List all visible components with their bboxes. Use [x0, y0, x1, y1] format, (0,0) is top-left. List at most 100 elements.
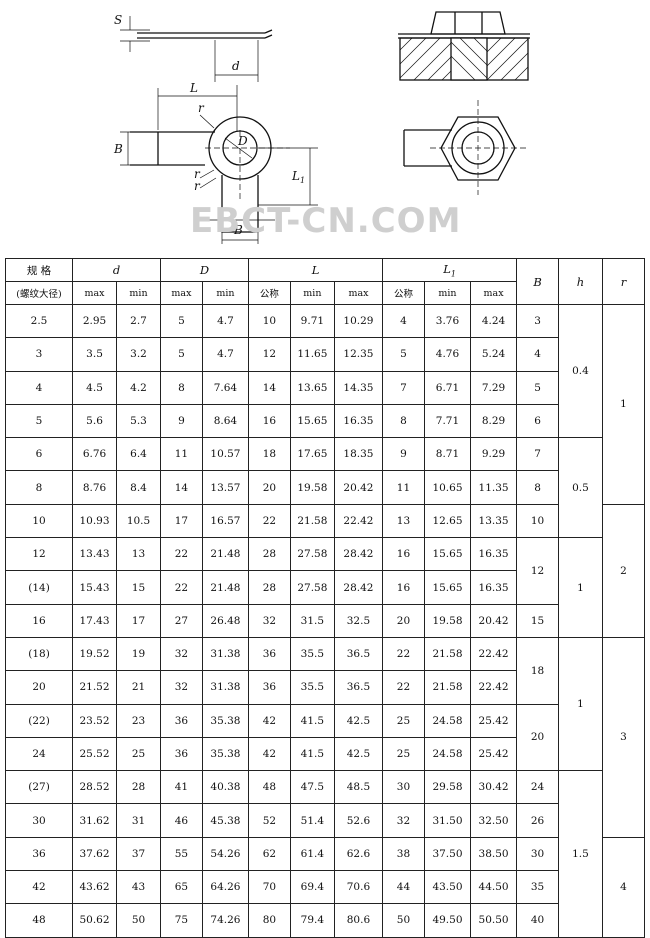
cell-b: 18 [516, 636, 559, 705]
cell-l-max: 80.6 [333, 903, 384, 938]
cell-d-min: 45.38 [201, 803, 249, 838]
cell-l1-nom: 25 [382, 736, 425, 772]
cell-l1-min: 8.71 [423, 437, 472, 472]
cell-l1-max: 22.42 [470, 670, 518, 705]
label-d: d [232, 59, 240, 73]
header-L-max: max [333, 281, 384, 305]
cell-b: 5 [516, 370, 559, 405]
cell-l1-min: 4.76 [423, 337, 472, 372]
label-S: S [114, 13, 122, 27]
cell-d-min: 16.57 [201, 503, 249, 539]
cell-l1-min: 12.65 [423, 503, 472, 539]
cell-l-nom: 22 [247, 503, 291, 539]
cell-b: 20 [516, 703, 559, 772]
cell-d-max: 46 [160, 803, 203, 838]
cell-b: 3 [516, 303, 559, 339]
cell-l1-nom: 7 [382, 370, 425, 405]
cell-d-min: 8.4 [116, 470, 161, 505]
cell-d-max: 28.52 [72, 770, 118, 805]
washer-plan-view [120, 85, 318, 244]
cell-b: 4 [516, 337, 559, 372]
cell-d-max: 2.95 [72, 303, 118, 339]
cell-l1-max: 32.50 [470, 803, 518, 838]
cell-r: 2 [601, 503, 646, 638]
cell-d-min: 8.64 [201, 403, 249, 439]
cell-spec: 42 [4, 870, 74, 905]
label-B-bottom: B [233, 223, 243, 237]
cell-d-max: 19.52 [72, 636, 118, 672]
cell-spec: 3 [4, 337, 74, 372]
cell-d-max: 6.76 [72, 437, 118, 472]
cell-h: 1.5 [557, 770, 603, 938]
cell-d-max: 4.5 [72, 370, 118, 405]
cell-d-max: 11 [160, 437, 203, 472]
cell-l1-max: 25.42 [470, 736, 518, 772]
cell-l-min: 51.4 [289, 803, 335, 838]
cell-spec: 4 [4, 370, 74, 405]
cell-l1-max: 9.29 [470, 437, 518, 472]
cell-spec: 12 [4, 537, 74, 572]
cell-d-max: 9 [160, 403, 203, 439]
label-L1: L1 [291, 169, 305, 185]
cell-d-min: 40.38 [201, 770, 249, 805]
header-L1-nominal: 公称 [382, 281, 425, 305]
cell-h: 1 [557, 537, 603, 638]
cell-l-max: 32.5 [333, 603, 384, 638]
cell-d-min: 26.48 [201, 603, 249, 638]
cell-l-min: 69.4 [289, 870, 335, 905]
cell-d-min: 3.2 [116, 337, 161, 372]
cell-l1-nom: 8 [382, 403, 425, 439]
label-L: L [189, 81, 198, 95]
cell-d-max: 37.62 [72, 836, 118, 872]
cell-l1-min: 10.65 [423, 470, 472, 505]
cell-d-max: 22 [160, 537, 203, 572]
cell-l-nom: 52 [247, 803, 291, 838]
cell-spec: 20 [4, 670, 74, 705]
header-D-max: max [160, 281, 203, 305]
cell-l1-max: 16.35 [470, 537, 518, 572]
header-L1-max: max [470, 281, 518, 305]
cell-l-nom: 28 [247, 570, 291, 605]
cell-l1-max: 30.42 [470, 770, 518, 805]
cell-d-max: 23.52 [72, 703, 118, 738]
cell-d-min: 13 [116, 537, 161, 572]
cell-l1-nom: 25 [382, 703, 425, 738]
cell-d-max: 55 [160, 836, 203, 872]
cell-d-min: 5.3 [116, 403, 161, 439]
cell-l-nom: 62 [247, 836, 291, 872]
cell-d-max: 15.43 [72, 570, 118, 605]
cell-l-nom: 12 [247, 337, 291, 372]
cell-d-max: 5 [160, 337, 203, 372]
cell-d-min: 50 [116, 903, 161, 938]
cell-l-nom: 48 [247, 770, 291, 805]
cell-d-min: 31.38 [201, 636, 249, 672]
cell-l1-min: 24.58 [423, 703, 472, 738]
cell-l-min: 15.65 [289, 403, 335, 439]
cell-l1-nom: 22 [382, 636, 425, 672]
cell-l1-min: 15.65 [423, 570, 472, 605]
cell-l-min: 31.5 [289, 603, 335, 638]
cell-l-min: 41.5 [289, 736, 335, 772]
cell-l-max: 10.29 [333, 303, 384, 339]
cell-l-max: 42.5 [333, 736, 384, 772]
cell-l-min: 11.65 [289, 337, 335, 372]
cell-l-min: 21.58 [289, 503, 335, 539]
cell-d-min: 19 [116, 636, 161, 672]
cell-l-min: 13.65 [289, 370, 335, 405]
specification-table: 规 格 d D L L1 B h r (螺纹大径) max min max mi… [4, 258, 646, 938]
header-spec: 规 格 [4, 258, 74, 282]
cell-d-max: 17 [160, 503, 203, 539]
cell-l-max: 70.6 [333, 870, 384, 905]
cell-l-max: 52.6 [333, 803, 384, 838]
cell-b: 12 [516, 537, 559, 605]
cell-d-max: 21.52 [72, 670, 118, 705]
cell-l-min: 19.58 [289, 470, 335, 505]
